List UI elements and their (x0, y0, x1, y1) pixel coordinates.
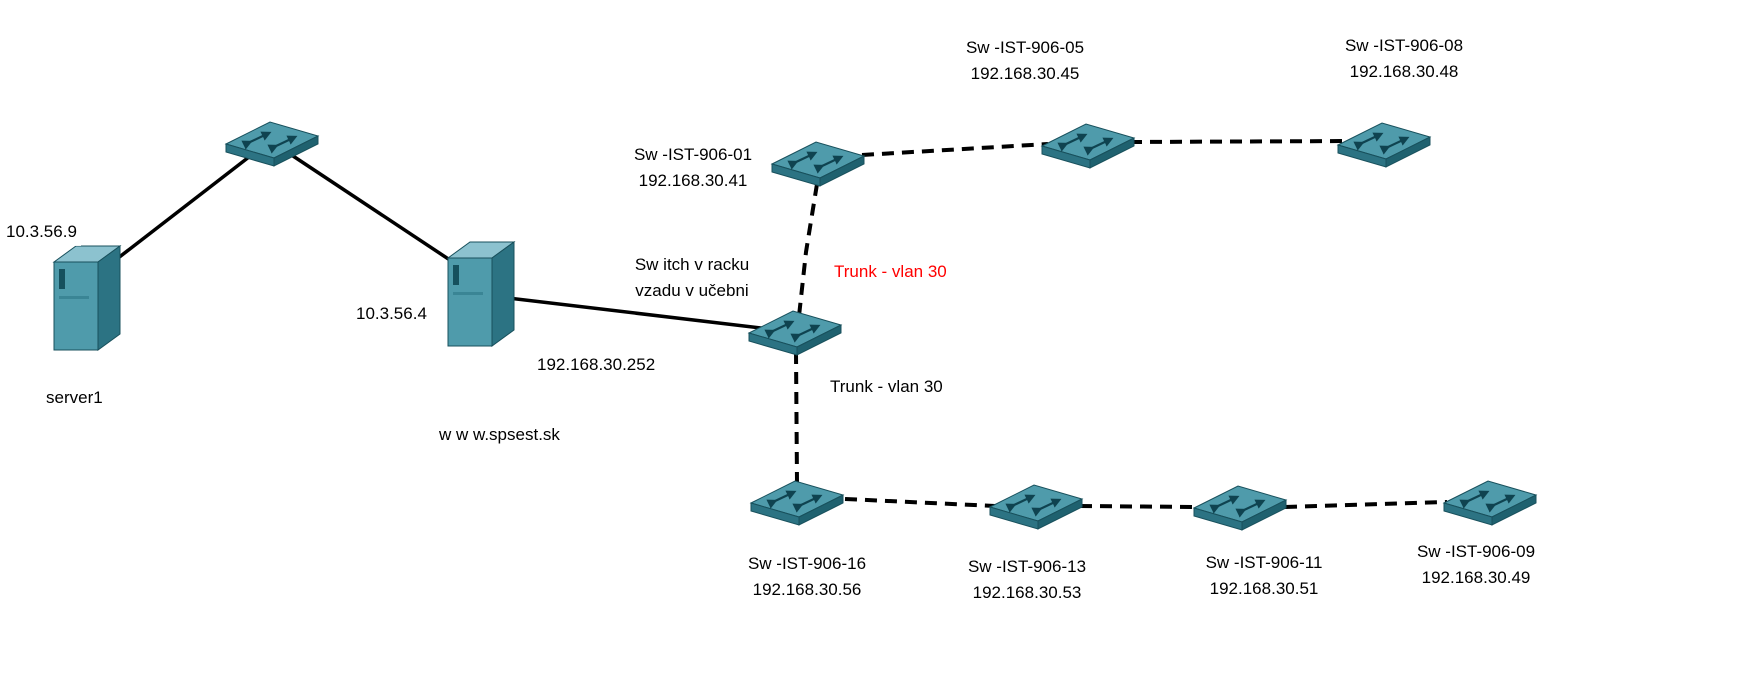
label-sw11: Sw -IST-906-11 192.168.30.51 (1192, 549, 1336, 603)
label-sw01-name: Sw -IST-906-01 (633, 145, 753, 164)
label-sw13-name: Sw -IST-906-13 (967, 557, 1087, 576)
label-sw16: Sw -IST-906-16 192.168.30.56 (735, 550, 879, 604)
switch-sw-ist-906-08-icon[interactable] (1338, 123, 1430, 167)
label-sw16-ip: 192.168.30.56 (752, 580, 862, 599)
link-server1-core-switch[interactable] (98, 148, 260, 274)
label-sw13-ip: 192.168.30.53 (972, 583, 1082, 602)
label-webserver-ip-lan: 192.168.30.252 (533, 351, 660, 379)
label-sw09-name: Sw -IST-906-09 (1416, 542, 1536, 561)
link-webserver-rack-switch[interactable] (507, 296, 779, 332)
label-rack-switch: Sw itch v racku vzadu v učebni (616, 251, 768, 305)
trunk-link-sw11-sw09[interactable] (1284, 500, 1448, 509)
label-sw09-ip: 192.168.30.49 (1421, 568, 1531, 587)
label-sw09: Sw -IST-906-09 192.168.30.49 (1402, 538, 1550, 592)
label-sw08-name: Sw -IST-906-08 (1344, 36, 1464, 55)
switch-sw-ist-906-13-icon[interactable] (990, 485, 1082, 529)
label-sw01-ip: 192.168.30.41 (638, 171, 748, 190)
switch-sw-ist-906-05-icon[interactable] (1042, 124, 1134, 168)
label-sw11-name: Sw -IST-906-11 (1205, 553, 1323, 572)
label-rack-switch-line2: vzadu v učebni (635, 281, 749, 300)
label-sw05: Sw -IST-906-05 192.168.30.45 (953, 34, 1097, 88)
switch-sw-ist-906-09-icon[interactable] (1444, 481, 1536, 525)
label-trunk-vlan30-lower: Trunk - vlan 30 (826, 373, 947, 401)
label-sw08-ip: 192.168.30.48 (1349, 62, 1459, 81)
label-webserver-name: w w w.spsest.sk (435, 421, 564, 449)
trunk-link-rack-switch-sw16[interactable] (794, 351, 799, 484)
trunk-link-sw16-sw13[interactable] (844, 497, 996, 508)
switch-rack-icon[interactable] (749, 311, 841, 355)
label-rack-switch-line1: Sw itch v racku (634, 255, 750, 274)
label-trunk-vlan30-upper: Trunk - vlan 30 (830, 258, 951, 286)
server1-icon[interactable] (53, 245, 121, 351)
switch-sw-ist-906-16-icon[interactable] (751, 481, 843, 525)
label-sw01: Sw -IST-906-01 192.168.30.41 (617, 141, 769, 195)
label-sw05-ip: 192.168.30.45 (970, 64, 1080, 83)
label-sw05-name: Sw -IST-906-05 (965, 38, 1085, 57)
trunk-link-sw01-sw05[interactable] (861, 142, 1049, 157)
label-server1-name: server1 (42, 384, 107, 412)
switch-sw-ist-906-01-icon[interactable] (772, 142, 864, 186)
label-webserver-ip-wan: 10.3.56.4 (352, 300, 431, 328)
trunk-link-sw01-rack-switch[interactable] (797, 183, 819, 317)
trunk-link-sw13-sw11[interactable] (1079, 504, 1199, 509)
label-sw08: Sw -IST-906-08 192.168.30.48 (1333, 32, 1475, 86)
label-server1-ip: 10.3.56.9 (2, 218, 81, 246)
label-sw16-name: Sw -IST-906-16 (747, 554, 867, 573)
webserver-www-spsest-sk-icon[interactable] (447, 241, 515, 347)
switch-sw-ist-906-11-icon[interactable] (1194, 486, 1286, 530)
label-sw13: Sw -IST-906-13 192.168.30.53 (955, 553, 1099, 607)
link-core-switch-webserver[interactable] (286, 150, 469, 274)
trunk-link-sw05-sw08[interactable] (1129, 139, 1353, 144)
label-sw11-ip: 192.168.30.51 (1209, 579, 1319, 598)
switch-core-icon[interactable] (226, 122, 318, 166)
